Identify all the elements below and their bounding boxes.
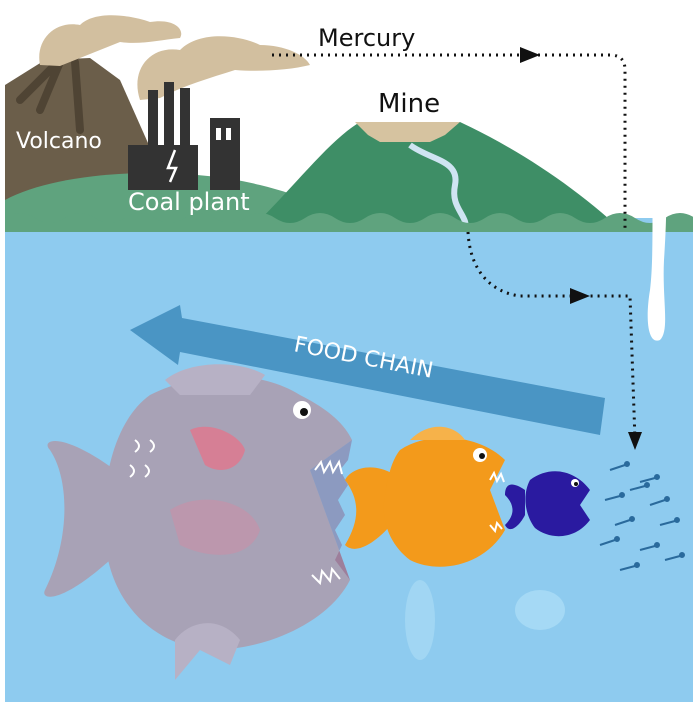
volcano-label: Volcano [16, 129, 102, 154]
water-top [5, 232, 693, 252]
coal-plant-label: Coal plant [128, 188, 250, 216]
water-reflection-2 [405, 580, 435, 660]
water [5, 218, 693, 702]
water-reflection [515, 590, 565, 630]
mercury-label: Mercury [318, 24, 415, 52]
mine-label: Mine [378, 89, 440, 119]
coal-plant-smoke [137, 36, 310, 100]
mercury-arrow-upper [520, 47, 540, 63]
